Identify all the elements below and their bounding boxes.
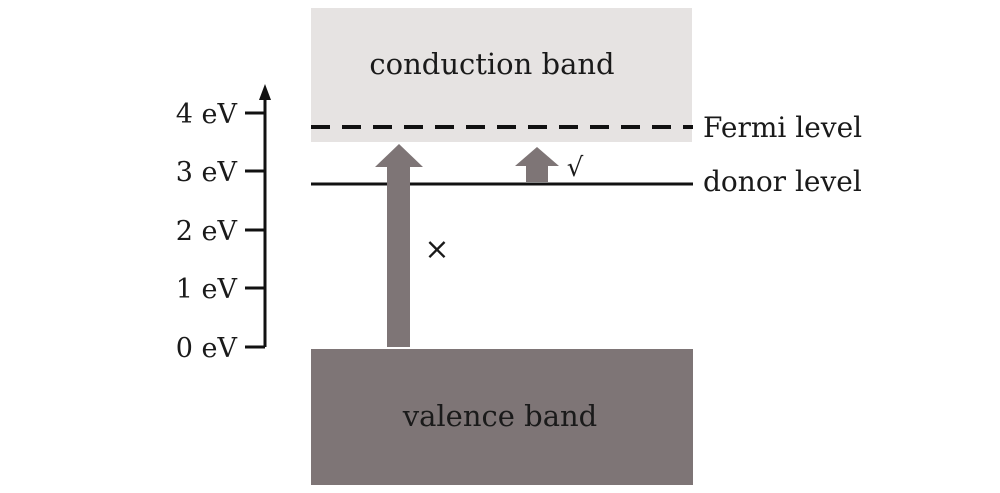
- conduction-band: [311, 8, 692, 142]
- axis-tick-label: 2 eV: [176, 216, 238, 247]
- axis-arrowhead-icon: [259, 84, 271, 100]
- axis-tick-label: 4 eV: [176, 99, 238, 130]
- cross-mark-icon: ×: [424, 232, 449, 267]
- axis-tick-label: 0 eV: [176, 333, 238, 364]
- donor-level-label: donor level: [703, 165, 862, 198]
- check-mark-icon: √: [567, 153, 584, 183]
- valence-band-label: valence band: [402, 399, 598, 433]
- axis-tick-label: 1 eV: [176, 274, 238, 305]
- fermi-level-label: Fermi level: [703, 111, 862, 144]
- axis-tick-label: 3 eV: [176, 157, 238, 188]
- valence-band: [311, 349, 693, 485]
- valence-to-conduction-arrow: [375, 144, 423, 347]
- conduction-band-label: conduction band: [369, 47, 614, 81]
- energy-axis: 4 eV 3 eV 2 eV 1 eV 0 eV: [176, 84, 271, 364]
- donor-to-conduction-arrow: [515, 147, 559, 182]
